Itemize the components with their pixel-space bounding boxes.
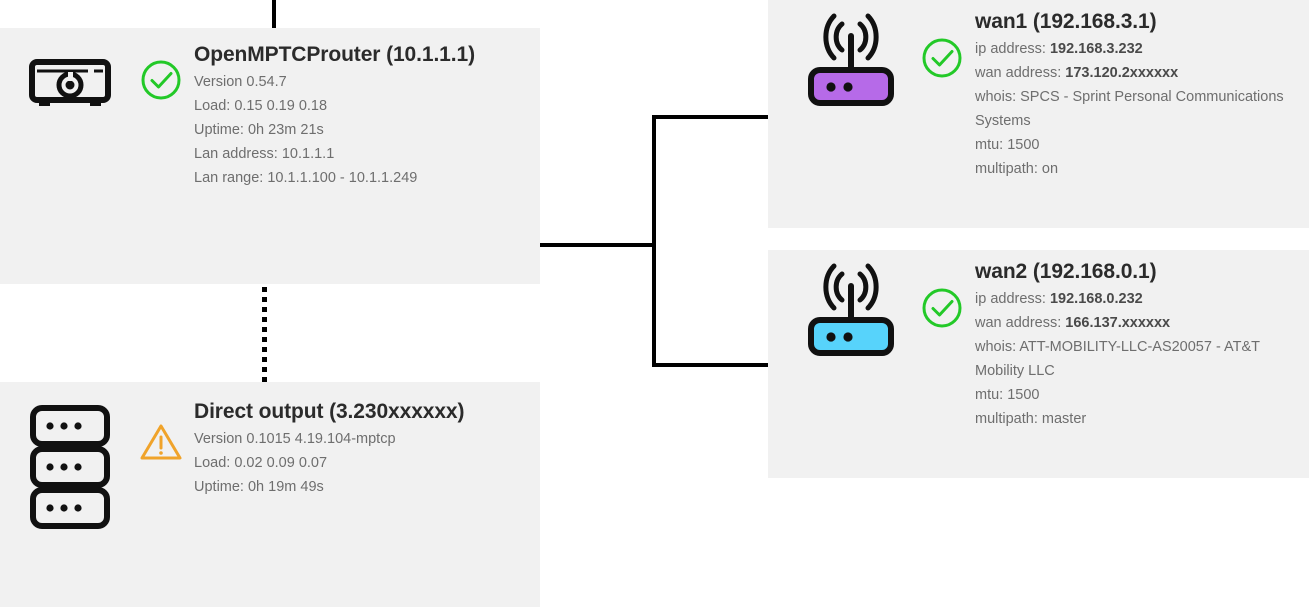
node-detail-label: wan address: [975, 65, 1066, 81]
node-detail-label: wan address: [975, 315, 1066, 331]
node-detail: Uptime: 0h 23m 21s [194, 122, 324, 138]
node-detail-value: 192.168.0.232 [1049, 291, 1143, 307]
node-detail: multipath: on [975, 161, 1059, 177]
check-circle-icon [128, 58, 194, 102]
node-detail: ip address: 192.168.3.232 [975, 37, 1305, 61]
connector-top-stub [272, 0, 276, 29]
node-card-wan2[interactable]: wan2 (192.168.0.1) ip address: 192.168.0… [768, 250, 1309, 478]
node-details-router: OpenMPTCProuter (10.1.1.1) Version 0.54.… [194, 41, 540, 190]
connector-direct-dotted [262, 287, 267, 383]
node-detail: wan address: 173.120.2xxxxxx [975, 61, 1305, 85]
node-card-wan1[interactable]: wan1 (192.168.3.1) ip address: 192.168.3… [768, 0, 1309, 228]
node-details-direct-output: Direct output (3.230xxxxxx) Version 0.10… [194, 398, 540, 499]
server-stack-icon [12, 404, 128, 530]
node-detail-label: ip address: [975, 41, 1050, 57]
node-title: Direct output (3.230xxxxxx) [194, 400, 465, 423]
node-detail-value: 192.168.3.232 [1049, 41, 1143, 57]
node-detail: multipath: master [975, 411, 1087, 427]
node-detail: Uptime: 0h 19m 49s [194, 479, 324, 495]
node-detail: Load: 0.15 0.19 0.18 [194, 98, 328, 114]
wifi-router-icon [793, 10, 909, 110]
node-detail: whois: SPCS - Sprint Personal Communicat… [975, 89, 1284, 129]
node-detail: Load: 0.02 0.09 0.07 [194, 455, 328, 471]
connector-wan2-branch [652, 363, 769, 367]
check-circle-icon [909, 286, 975, 330]
node-detail-label: ip address: [975, 291, 1050, 307]
node-detail: mtu: 1500 [975, 137, 1040, 153]
connector-wan-spine [652, 115, 656, 367]
node-detail: Lan range: 10.1.1.100 - 10.1.1.249 [194, 170, 418, 186]
node-detail: wan address: 166.137.xxxxxx [975, 311, 1305, 335]
appliance-router-icon [12, 54, 128, 110]
node-detail: mtu: 1500 [975, 387, 1040, 403]
node-detail: Version 0.54.7 [194, 74, 287, 90]
node-details-wan2: wan2 (192.168.0.1) ip address: 192.168.0… [975, 258, 1309, 431]
node-detail: Lan address: 10.1.1.1 [194, 146, 335, 162]
node-title: wan1 (192.168.3.1) [975, 10, 1157, 33]
node-card-direct-output[interactable]: Direct output (3.230xxxxxx) Version 0.10… [0, 382, 540, 607]
check-circle-icon [909, 36, 975, 80]
node-title: OpenMPTCProuter (10.1.1.1) [194, 43, 475, 66]
connector-wan1-branch [652, 115, 769, 119]
node-title: wan2 (192.168.0.1) [975, 260, 1157, 283]
node-detail-value: 166.137.xxxxxx [1065, 315, 1171, 331]
wifi-router-icon [793, 260, 909, 360]
node-detail-value: 173.120.2xxxxxx [1065, 65, 1179, 81]
warning-triangle-icon [128, 422, 194, 462]
node-details-wan1: wan1 (192.168.3.1) ip address: 192.168.3… [975, 8, 1309, 181]
node-detail: ip address: 192.168.0.232 [975, 287, 1305, 311]
node-detail: Version 0.1015 4.19.104-mptcp [194, 431, 396, 447]
node-card-router[interactable]: OpenMPTCProuter (10.1.1.1) Version 0.54.… [0, 28, 540, 284]
node-detail: whois: ATT-MOBILITY-LLC-AS20057 - AT&T M… [975, 339, 1260, 379]
connector-router-trunk [540, 243, 655, 247]
